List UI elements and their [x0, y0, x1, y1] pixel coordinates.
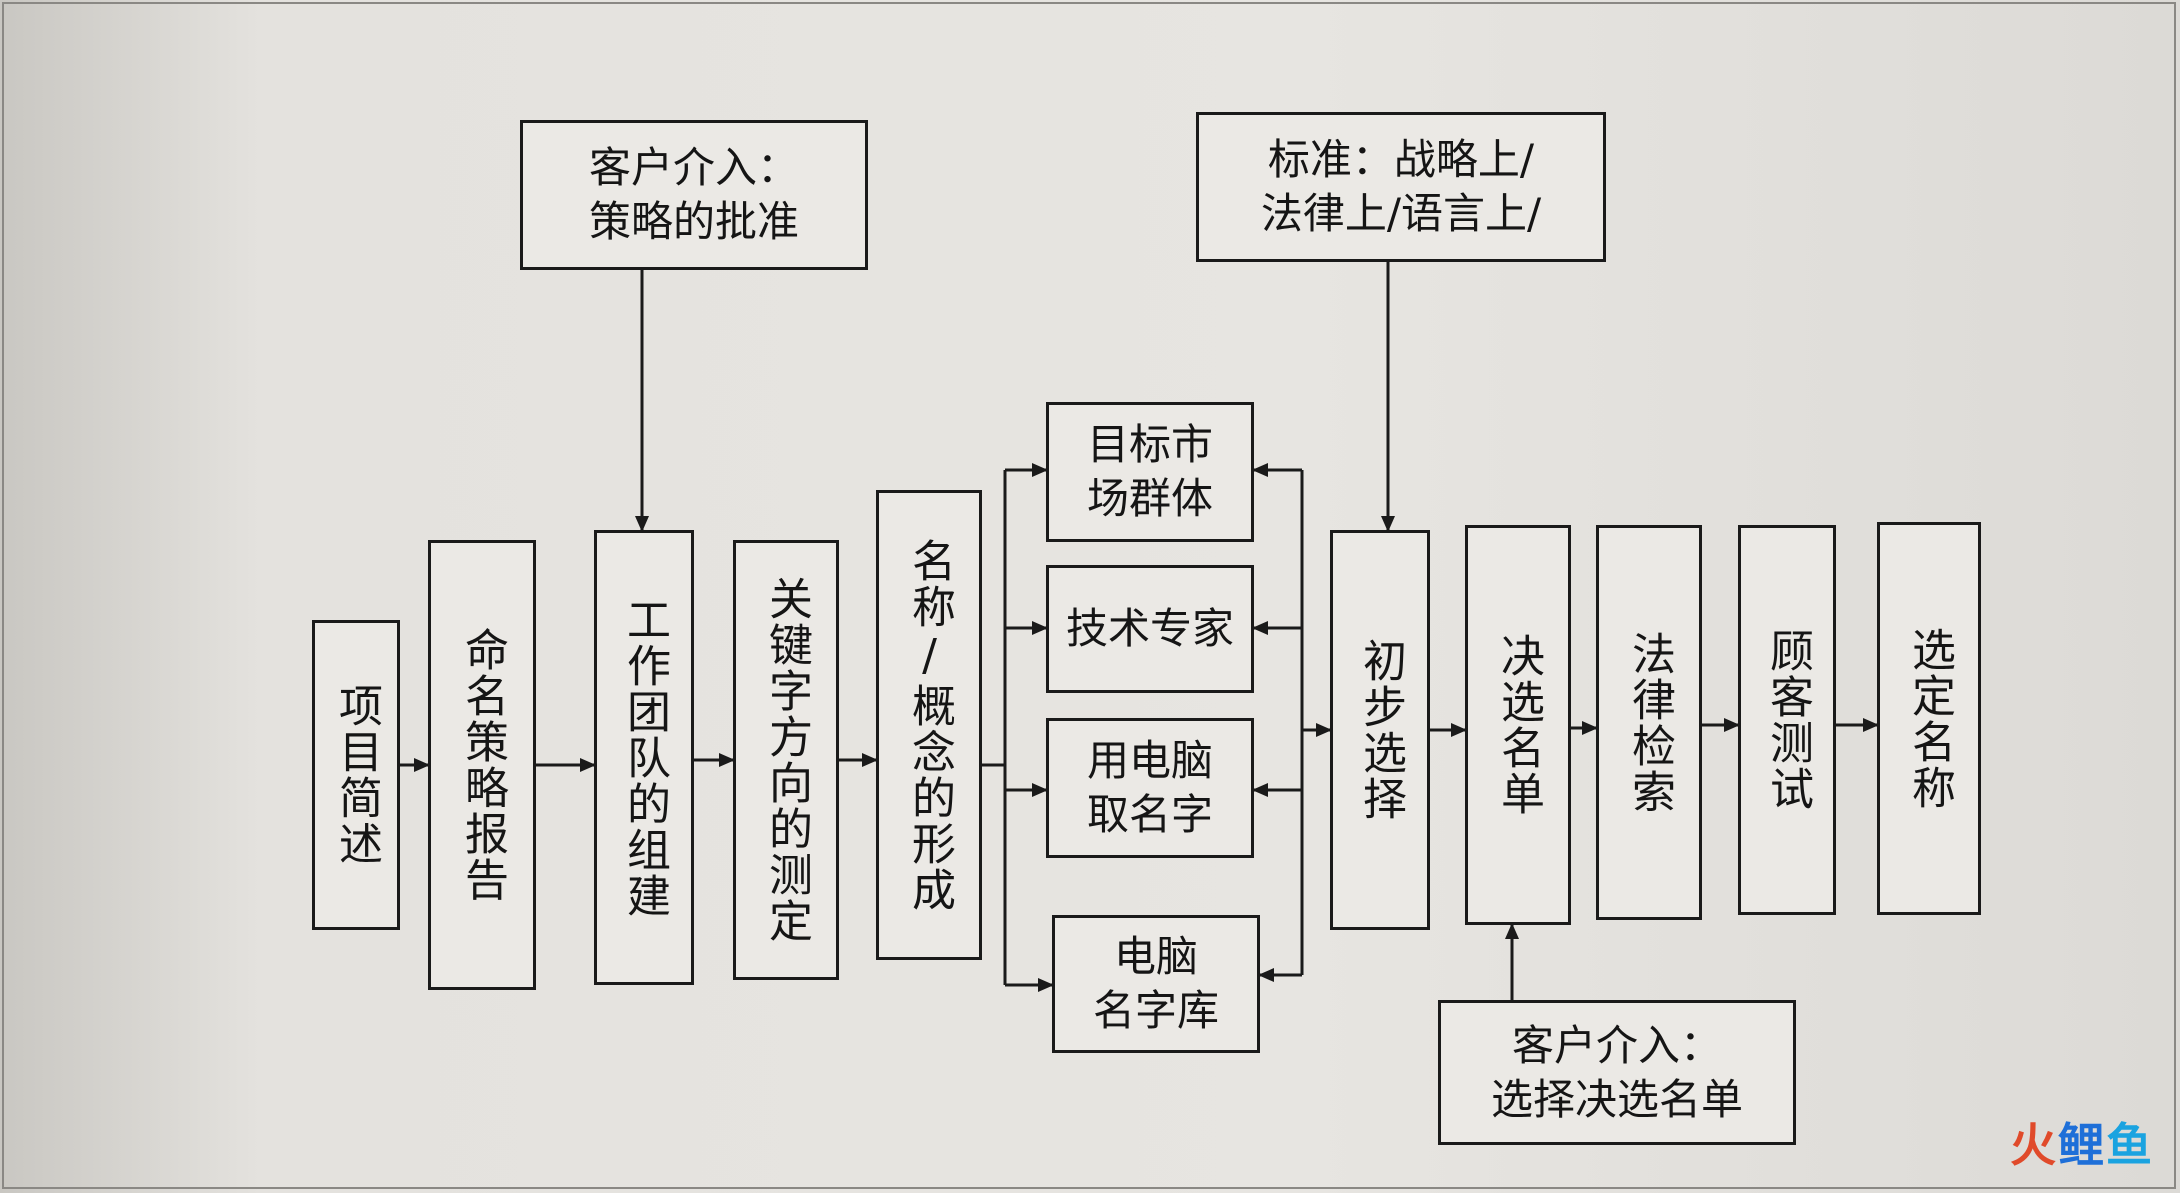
- watermark-char: 鱼: [2106, 1118, 2152, 1172]
- box-shortlist: 决选名单: [1465, 525, 1571, 925]
- box-team-formation: 工作团队的组建: [594, 530, 694, 985]
- box-label-line: 电脑: [1113, 932, 1198, 981]
- box-target-market: 目标市 场群体: [1046, 402, 1254, 542]
- box-client-shortlist-selection: 客户介入： 选择决选名单: [1438, 1000, 1796, 1145]
- box-label: 项目简述: [331, 683, 382, 867]
- box-label: 工作团队的组建: [619, 596, 670, 919]
- box-label: 选定名称: [1904, 626, 1955, 811]
- box-label-line: 标准：战略上/: [1267, 135, 1535, 184]
- watermark-logo: 火 鲤 鱼: [2010, 1109, 2152, 1175]
- box-label-line: 名字库: [1092, 986, 1219, 1035]
- box-label-line: 场群体: [1086, 474, 1213, 523]
- box-criteria: 标准：战略上/ 法律上/语言上/: [1196, 112, 1606, 262]
- box-keyword-direction-test: 关键字方向的测定: [733, 540, 839, 980]
- box-label: 初步选择: [1355, 638, 1406, 822]
- watermark-char: 火: [2010, 1118, 2056, 1172]
- box-label: 顾客测试: [1762, 628, 1813, 812]
- box-client-strategy-approval: 客户介入： 策略的批准: [520, 120, 868, 270]
- watermark-char: 鲤: [2058, 1118, 2104, 1172]
- box-computer-naming: 用电脑 取名字: [1046, 718, 1254, 858]
- box-label: 命名策略报告: [457, 627, 508, 903]
- box-label: 关键字方向的测定: [761, 576, 812, 944]
- box-project-brief: 项目简述: [312, 620, 400, 930]
- box-label-line: 选择决选名单: [1490, 1074, 1743, 1124]
- box-computer-name-db: 电脑 名字库: [1052, 915, 1260, 1053]
- box-label: 名称/概念的形成: [904, 537, 955, 913]
- box-label-line: 取名字: [1086, 790, 1213, 839]
- box-tech-experts: 技术专家: [1046, 565, 1254, 693]
- box-customer-test: 顾客测试: [1738, 525, 1836, 915]
- box-label: 法律检索: [1624, 630, 1675, 815]
- box-final-name: 选定名称: [1877, 522, 1981, 915]
- box-label-line: 目标市: [1086, 420, 1213, 469]
- box-naming-strategy-report: 命名策略报告: [428, 540, 536, 990]
- box-legal-search: 法律检索: [1596, 525, 1702, 920]
- box-label-line: 客户介入：: [1511, 1020, 1722, 1070]
- box-name-concept-formation: 名称/概念的形成: [876, 490, 982, 960]
- box-label-line: 法律上/语言上/: [1260, 189, 1542, 238]
- box-label-line: 策略的批准: [588, 197, 799, 246]
- box-label-line: 用电脑: [1086, 736, 1213, 785]
- box-label: 决选名单: [1493, 633, 1544, 817]
- box-label-line: 技术专家: [1065, 604, 1234, 653]
- box-initial-selection: 初步选择: [1330, 530, 1430, 930]
- box-label-line: 客户介入：: [588, 143, 799, 192]
